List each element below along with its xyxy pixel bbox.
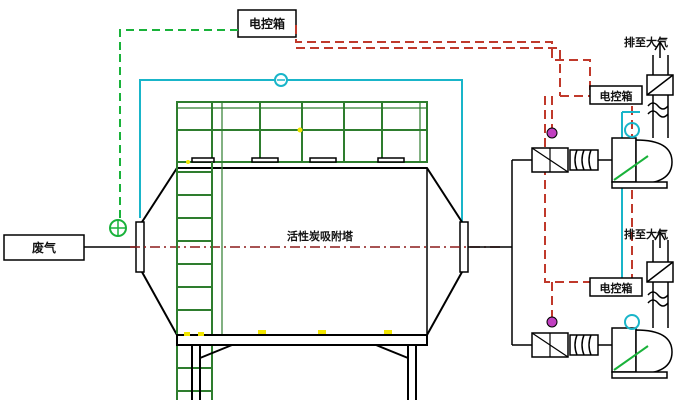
tower-label: 活性炭吸附塔 (287, 229, 354, 243)
waste-gas-label: 废气 (32, 240, 56, 255)
control-box-fan1-label: 电控箱 (600, 89, 633, 103)
top-platform-frame (176, 101, 428, 163)
control-box-top-label: 电控箱 (249, 16, 285, 31)
frame-joints (186, 127, 303, 164)
inlet-valve (109, 219, 127, 237)
outlet-manifold (468, 159, 532, 346)
exhaust2-label: 排至大气 (624, 227, 668, 241)
control-wire-green (119, 29, 238, 218)
tower-base (176, 334, 428, 400)
fan-unit-2: 电控箱 排至大气 (531, 227, 674, 379)
waste-gas-inlet-box: 废气 (3, 234, 85, 261)
control-box-top: 电控箱 (237, 9, 297, 38)
base-markers (184, 330, 392, 336)
exhaust1-label: 排至大气 (624, 35, 668, 49)
fan-unit-1: 电控箱 排至大气 (531, 35, 674, 189)
tower-hatches (191, 157, 405, 163)
sensor-top (274, 73, 288, 87)
control-box-fan2-label: 电控箱 (600, 281, 633, 295)
